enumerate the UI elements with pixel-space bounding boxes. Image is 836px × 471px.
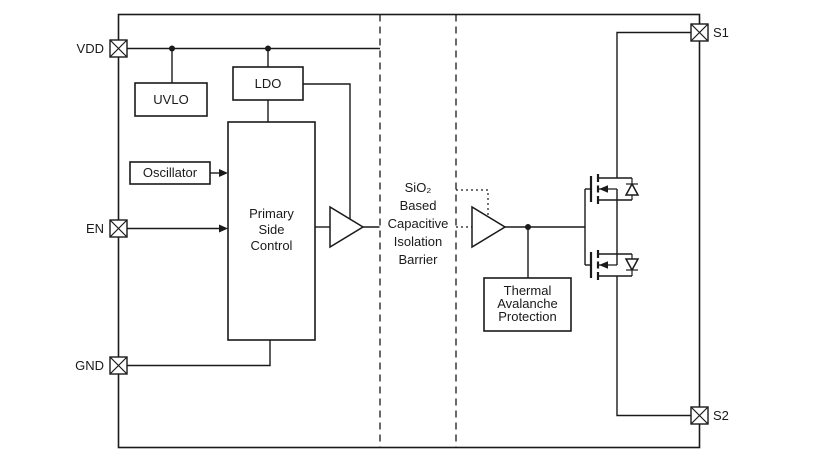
- barrier-label-line2: Based: [400, 198, 437, 213]
- pin-label-s2: S2: [713, 408, 729, 423]
- fet-top-body-diode: [624, 178, 640, 200]
- pin-en: EN: [86, 219, 128, 238]
- thermal-label-line1: Thermal: [504, 283, 552, 298]
- primary-side-control-box: [227, 121, 316, 341]
- fet-bottom-body-diode: [624, 254, 640, 276]
- barrier-label-line3: Capacitive: [388, 216, 449, 231]
- block-thermal-avalanche-protection: Thermal Avalanche Protection: [483, 277, 572, 332]
- junction-dot-ldo: [265, 45, 271, 52]
- secondary-driver-amp: [471, 205, 507, 249]
- fet-top-diode-triangle: [624, 182, 640, 196]
- block-primary-side-control: Primary Side Control: [227, 121, 316, 341]
- barrier-label-line4: Isolation: [394, 234, 442, 249]
- wires: [127, 31, 691, 417]
- pin-x-vdd: [109, 39, 128, 58]
- ic-outline: [117, 13, 701, 449]
- thermal-avalanche-box: [483, 277, 572, 332]
- junction-dot-uvlo: [169, 45, 175, 52]
- barrier-label-line5: Barrier: [398, 252, 438, 267]
- pin-gnd: GND: [75, 356, 128, 375]
- oscillator-label: Oscillator: [143, 165, 198, 180]
- wire-fet-top-to-s1: [616, 31, 691, 178]
- thermal-label-line2: Avalanche: [497, 296, 557, 311]
- pin-s2: S2: [690, 406, 729, 425]
- junction-dot-driver2: [525, 224, 531, 230]
- mosfet-bottom: [585, 250, 640, 280]
- block-ldo: LDO: [232, 66, 304, 101]
- ldo-label: LDO: [255, 76, 282, 91]
- wire-gnd-to-psc: [127, 340, 271, 367]
- arrowhead-osc: [219, 169, 228, 177]
- mosfet-top: [585, 174, 640, 204]
- pin-label-vdd: VDD: [77, 41, 104, 56]
- pin-x-gnd: [109, 356, 128, 375]
- block-oscillator: Oscillator: [129, 161, 211, 185]
- wire-barrier-supply-dotted: [456, 189, 489, 216]
- pin-x-s2: [690, 406, 709, 425]
- oscillator-box: [129, 161, 211, 185]
- psc-label-line2: Side: [258, 222, 284, 237]
- pin-label-en: EN: [86, 221, 104, 236]
- pin-x-en: [109, 219, 128, 238]
- pin-label-s1: S1: [713, 25, 729, 40]
- primary-driver-amp: [329, 205, 365, 249]
- pin-vdd: VDD: [77, 39, 128, 58]
- pin-label-gnd: GND: [75, 358, 104, 373]
- fet-top-body-arrow: [599, 185, 608, 193]
- thermal-label-line3: Protection: [498, 309, 557, 324]
- fet-bottom-diode-triangle: [624, 258, 640, 272]
- fet-bottom-body-arrow: [599, 261, 608, 269]
- pin-s1: S1: [690, 23, 729, 42]
- pin-x-s1: [690, 23, 709, 42]
- wire-fet-bottom-to-s2: [616, 276, 691, 417]
- ldo-box: [232, 66, 304, 101]
- psc-label-line1: Primary: [249, 206, 294, 221]
- block-uvlo: UVLO: [134, 82, 208, 117]
- arrowhead-en: [219, 224, 228, 233]
- barrier-label-line1: SiO₂: [405, 180, 432, 195]
- uvlo-box: [134, 82, 208, 117]
- psc-label-line3: Control: [251, 238, 293, 253]
- wire-ldo-to-driver-supply: [303, 83, 351, 219]
- isolation-barrier-label: SiO₂ Based Capacitive Isolation Barrier: [388, 180, 449, 267]
- uvlo-label: UVLO: [153, 92, 188, 107]
